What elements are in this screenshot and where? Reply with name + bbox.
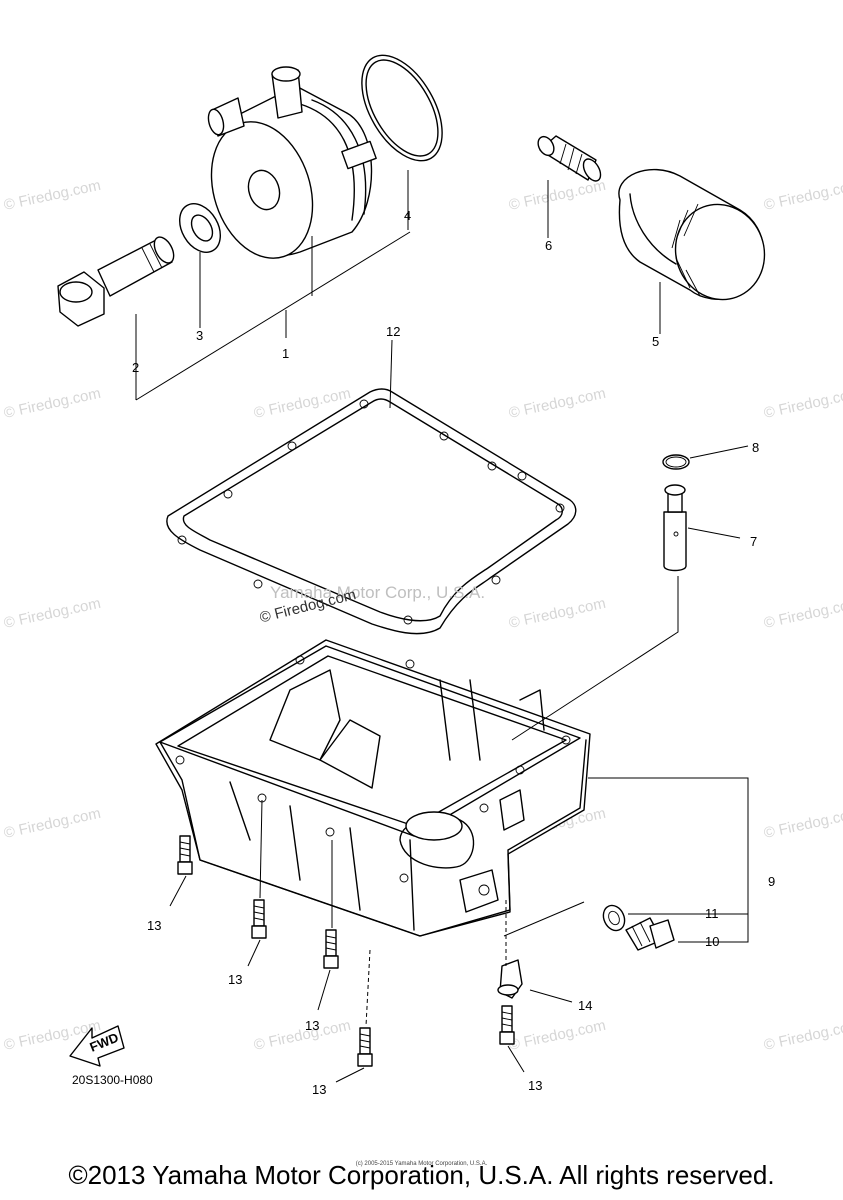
callout-3: 3 — [196, 328, 203, 343]
bolt[interactable] — [357, 1027, 373, 1067]
callout-12: 12 — [386, 324, 400, 339]
callout-1: 1 — [282, 346, 289, 361]
bolt[interactable] — [499, 1005, 515, 1045]
callout-13: 13 — [228, 972, 242, 987]
callout-13: 13 — [528, 1078, 542, 1093]
watermark: © Firedog.com — [507, 177, 607, 214]
o-ring[interactable] — [345, 42, 458, 174]
callout-9: 9 — [768, 874, 775, 889]
callout-7: 7 — [750, 534, 757, 549]
callout-11: 11 — [705, 906, 719, 921]
callout-numbers: 1 2 3 4 5 6 7 8 9 10 11 12 13 13 13 13 1… — [132, 208, 775, 1097]
bolt[interactable] — [251, 899, 267, 939]
leader-lines — [135, 170, 749, 1083]
watermark: © Firedog.com — [252, 1017, 352, 1054]
callout-8: 8 — [752, 440, 759, 455]
watermark: © Firedog.com — [762, 177, 843, 214]
drain-bolt[interactable] — [625, 917, 675, 951]
callout-6: 6 — [545, 238, 552, 253]
oil-cooler[interactable] — [195, 66, 377, 271]
watermark: © Firedog.com — [2, 595, 102, 632]
part-code: 20S1300-H080 — [72, 1073, 153, 1087]
o-ring-small[interactable] — [662, 454, 690, 470]
watermark: © Firedog.com — [2, 805, 102, 842]
washer[interactable] — [171, 196, 228, 259]
callout-4: 4 — [404, 208, 411, 223]
bracket[interactable] — [497, 959, 523, 999]
watermark: © Firedog.com — [2, 177, 102, 214]
callout-2: 2 — [132, 360, 139, 375]
watermark: © Firedog.com — [507, 385, 607, 422]
watermark: © Firedog.com — [507, 595, 607, 632]
callout-13: 13 — [305, 1018, 319, 1033]
center-watermark: Yamaha Motor Corp., U.S.A. — [270, 583, 486, 602]
watermark: © Firedog.com — [762, 1017, 843, 1054]
watermark: © Firedog.com — [252, 385, 352, 422]
callout-5: 5 — [652, 334, 659, 349]
watermark: © Firedog.com — [762, 385, 843, 422]
callout-13: 13 — [147, 918, 161, 933]
bolt[interactable] — [323, 929, 339, 969]
callout-10: 10 — [705, 934, 719, 949]
bolt[interactable] — [177, 835, 193, 875]
callout-13: 13 — [312, 1082, 326, 1097]
copyright-footer: ©2013 Yamaha Motor Corporation, U.S.A. A… — [68, 1160, 775, 1190]
watermark: © Firedog.com — [507, 1017, 607, 1054]
tiny-copyright: (c) 2005-2015 Yamaha Motor Corporation, … — [355, 1161, 488, 1167]
callout-14: 14 — [578, 998, 592, 1013]
oil-strainer-pipe[interactable] — [663, 484, 687, 572]
oil-pan[interactable] — [155, 639, 591, 937]
watermark: © Firedog.com — [762, 595, 843, 632]
watermark: © Firedog.com — [2, 385, 102, 422]
watermark: © Firedog.com — [762, 805, 843, 842]
oil-fitting[interactable] — [535, 134, 604, 184]
drain-gasket[interactable] — [599, 902, 628, 934]
oil-filter[interactable] — [618, 168, 778, 313]
union-bolt[interactable] — [57, 234, 178, 327]
